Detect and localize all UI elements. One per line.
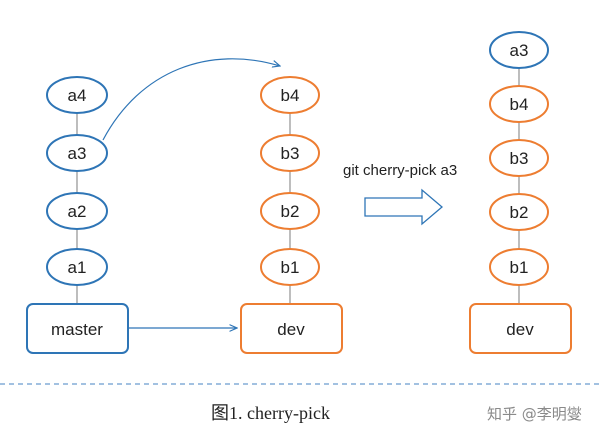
commit-b4: b4: [260, 76, 320, 114]
commit-label: b4: [510, 95, 529, 114]
commit-label: b1: [281, 258, 300, 277]
commit-label: b1: [510, 258, 529, 277]
result-branch: a3 b4 b3 b2 b1 dev: [469, 31, 572, 354]
dev-branch-box: dev: [240, 303, 343, 354]
commit-b4-result: b4: [489, 85, 549, 123]
master-branch: a4 a3 a2 a1 master: [26, 76, 129, 354]
commit-label: b3: [281, 144, 300, 163]
commit-a2: a2: [46, 192, 108, 230]
dev-branch: b4 b3 b2 b1 dev: [240, 76, 343, 354]
block-arrow-icon: [364, 188, 444, 226]
commit-a1: a1: [46, 248, 108, 286]
commit-label: b2: [281, 202, 300, 221]
watermark-text: 知乎 @李明燮: [487, 405, 582, 423]
commit-b1: b1: [260, 248, 320, 286]
commit-b2: b2: [260, 192, 320, 230]
branch-label: dev: [277, 320, 305, 339]
branch-label: master: [51, 320, 103, 339]
commit-b1-result: b1: [489, 248, 549, 286]
commit-a4: a4: [46, 76, 108, 114]
branch-label: dev: [506, 320, 534, 339]
commit-b3-result: b3: [489, 139, 549, 177]
commit-label: a1: [68, 258, 87, 277]
figure-caption: 图1. cherry-pick: [211, 403, 330, 423]
commit-label: b2: [510, 203, 529, 222]
operation-command-label: git cherry-pick a3: [343, 162, 457, 179]
commit-b3: b3: [260, 134, 320, 172]
commit-label: a4: [68, 86, 87, 105]
cherry-pick-curve-arrow: [102, 58, 280, 141]
master-branch-box: master: [26, 303, 129, 354]
commit-label: b3: [510, 149, 529, 168]
commit-label: b4: [281, 86, 300, 105]
commit-a3-picked: a3: [489, 31, 549, 69]
commit-label: a3: [68, 144, 87, 163]
commit-b2-result: b2: [489, 193, 549, 231]
result-dev-branch-box: dev: [469, 303, 572, 354]
commit-a3: a3: [46, 134, 108, 172]
commit-label: a3: [510, 41, 529, 60]
commit-label: a2: [68, 202, 87, 221]
